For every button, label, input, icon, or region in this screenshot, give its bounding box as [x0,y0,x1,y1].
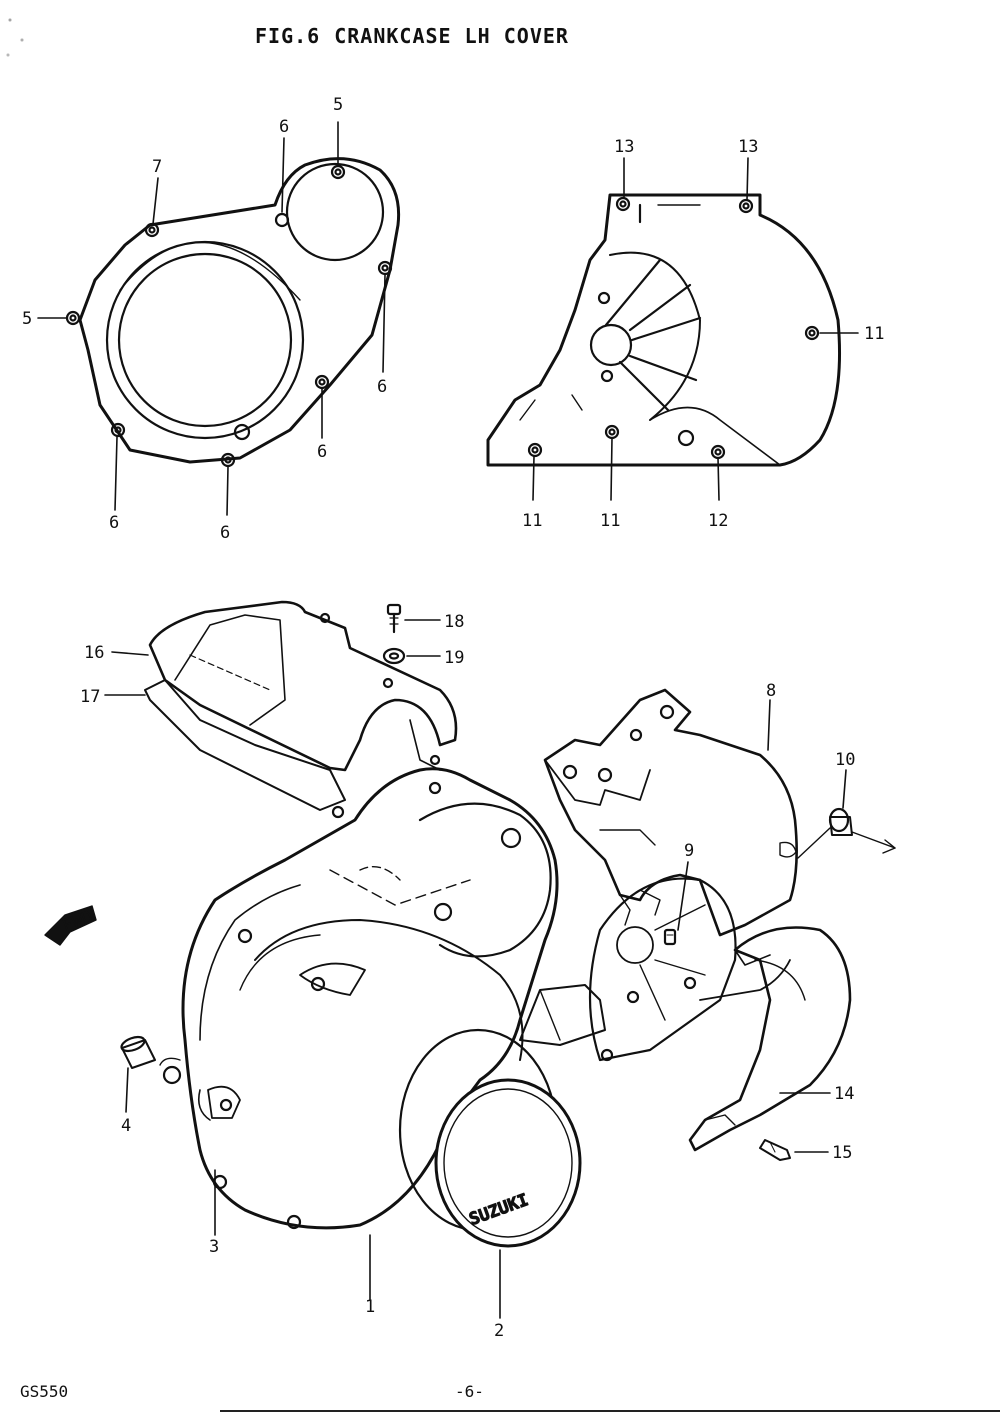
callout-18: 18 [444,612,464,632]
washer-19 [382,647,441,665]
figure-title: FIG.6 CRANKCASE LH COVER [255,24,583,48]
forward-arrow-icon [44,905,97,946]
callout-6-right-lower: 6 [317,442,327,462]
callout-13-left: 13 [614,137,634,157]
callout-11-right: 11 [864,324,884,344]
main-cover-drawing [159,767,559,1230]
dowel-10 [797,769,896,859]
callout-6-bottom-left: 6 [109,513,119,533]
callout-13-right: 13 [738,137,758,157]
bolt-9 [663,928,677,946]
figure-name: CRANKCASE LH COVER [334,24,569,48]
sprocket-cover-drawing [486,193,841,467]
callout-6-right: 6 [377,377,387,397]
sprocket-cover-leaders [532,157,859,501]
emblem-cap-drawing [398,1028,582,1248]
callout-10: 10 [835,750,855,770]
figure-number: FIG.6 [255,24,321,48]
scan-noise [0,0,40,70]
callout-6-top: 6 [279,117,289,137]
callout-1: 1 [365,1297,375,1317]
page-number: -6- [455,1382,484,1401]
dowel-pin-4 [120,1035,156,1069]
shift-cover-drawing [144,600,458,819]
callout-4: 4 [121,1116,131,1136]
model-code: GS550 [20,1382,69,1401]
callout-17: 17 [80,687,100,707]
callout-14: 14 [834,1084,854,1104]
bolt-18 [386,603,441,634]
callout-15: 15 [832,1143,852,1163]
callout-16: 16 [84,643,104,663]
bolt-15 [759,1139,829,1161]
callout-19: 19 [444,648,464,668]
callout-5-top: 5 [333,95,343,115]
chain-guard-14 [688,926,852,1152]
gasket-drawing [65,157,401,468]
callout-7: 7 [152,157,162,177]
callout-9: 9 [684,841,694,861]
gasket-leaders [37,121,386,516]
callout-11-bottom-mid: 11 [600,511,620,531]
callout-12: 12 [708,511,728,531]
assembly-cover-drawing [519,688,798,1062]
main-cover-leaders [125,1067,501,1319]
assembly-cover-leaders [677,699,771,931]
callout-8: 8 [766,681,776,701]
callout-numbers: 5 6 7 5 6 6 6 6 13 13 11 11 11 12 18 19 … [22,95,884,1341]
callout-11-bottom-left: 11 [522,511,542,531]
callout-3: 3 [209,1237,219,1257]
footer-rule [220,1410,1000,1412]
callout-5-left: 5 [22,309,32,329]
callout-2: 2 [494,1321,504,1341]
callout-6-bottom-mid: 6 [220,523,230,543]
forward-label: FWD [60,907,96,936]
shift-cover-leaders [104,651,149,696]
